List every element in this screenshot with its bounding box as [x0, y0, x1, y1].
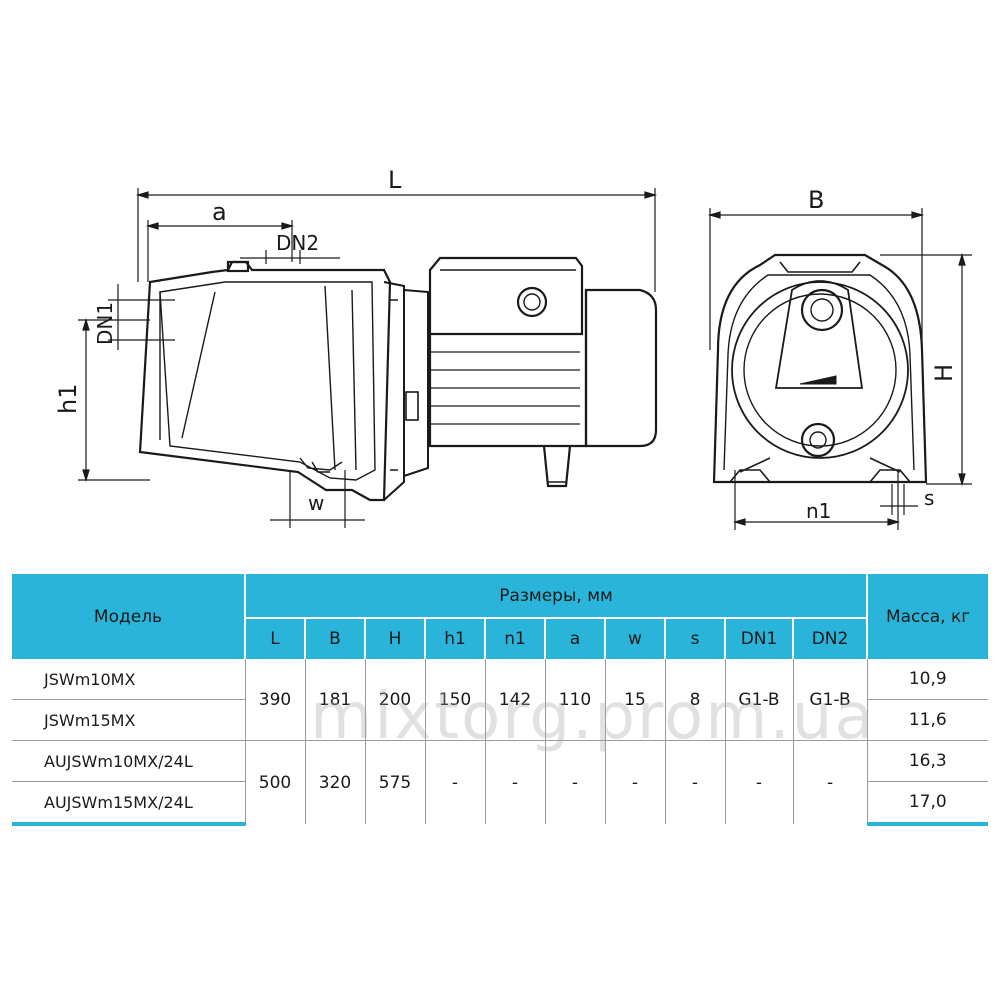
- front-housing-outline: [712, 253, 928, 484]
- front-nozzle: [779, 261, 861, 273]
- col-header: h1: [424, 617, 485, 659]
- col-header: B: [304, 617, 365, 659]
- value-cell: 150: [424, 659, 485, 741]
- pump-side-view: [138, 256, 658, 502]
- value-cell: 390: [244, 659, 305, 741]
- value-cell: 200: [364, 659, 425, 741]
- pump-flange: [383, 281, 405, 501]
- dim-w-label: w: [308, 491, 324, 515]
- mass-header: Масса, кг: [866, 574, 989, 659]
- value-cell: -: [544, 740, 605, 824]
- model-name: JSWm15MX: [12, 699, 245, 741]
- value-cell: -: [484, 740, 545, 824]
- value-cell: 500: [244, 740, 305, 824]
- dim-L-label: L: [388, 166, 402, 194]
- value-cell: 181: [304, 659, 365, 741]
- dim-a-label: a: [212, 198, 227, 226]
- col-header: DN2: [791, 617, 868, 659]
- value-cell: G1-B: [724, 659, 793, 741]
- dim-H-label: H: [930, 364, 958, 382]
- impeller-cover: [731, 281, 909, 459]
- pump-dimension-drawing: L a DN2 DN1 h1 w: [54, 166, 972, 530]
- motor-body: [428, 290, 588, 448]
- value-cell: -: [724, 740, 793, 824]
- dim-h1-label: h1: [54, 384, 82, 414]
- sizes-header: Размеры, мм: [243, 574, 868, 618]
- value-cell: 142: [484, 659, 545, 741]
- value-cell: 110: [544, 659, 605, 741]
- dim-B-label: B: [808, 186, 824, 214]
- value-cell: G1-B: [792, 659, 868, 741]
- mass-cell: 10,9: [866, 659, 989, 700]
- value-cell: -: [604, 740, 665, 824]
- col-header: s: [664, 617, 725, 659]
- model-name: AUJSWm15MX/24L: [12, 781, 245, 826]
- col-header: DN1: [724, 617, 793, 659]
- pump-housing: [138, 260, 392, 502]
- value-cell: -: [792, 740, 868, 824]
- outlet-nozzle: [226, 260, 250, 273]
- col-header: n1: [484, 617, 545, 659]
- motor-foot: [542, 445, 572, 488]
- col-header: H: [364, 617, 425, 659]
- dim-n1-label: n1: [806, 499, 831, 523]
- dim-DN2-label: DN2: [276, 231, 319, 255]
- front-view-dimensions: [707, 208, 972, 530]
- col-header: w: [604, 617, 665, 659]
- cable-gland-icon: [516, 286, 548, 318]
- value-cell: 320: [304, 740, 365, 824]
- model-header: Модель: [12, 574, 245, 659]
- specifications-table: Модель Размеры, мм Масса, кг L B H h1 n1…: [12, 574, 989, 826]
- pump-housing-inner: [159, 281, 376, 481]
- dim-DN1-label: DN1: [93, 302, 117, 345]
- col-header: a: [544, 617, 605, 659]
- model-name: JSWm10MX: [44, 669, 136, 689]
- side-view-dimensions: [78, 188, 658, 528]
- value-cell: -: [664, 740, 725, 824]
- mass-cell: 16,3: [866, 740, 989, 782]
- value-cell: 575: [364, 740, 425, 824]
- front-port-icon: [800, 288, 844, 332]
- col-header: L: [244, 617, 305, 659]
- motor-fan-cover: [584, 288, 658, 448]
- value-cell: 15: [604, 659, 665, 741]
- pump-front-view: [712, 253, 928, 484]
- dim-s-label: s: [924, 486, 934, 510]
- mass-cell: 11,6: [866, 699, 989, 741]
- value-cell: -: [424, 740, 485, 824]
- drain-plug-icon: [800, 422, 836, 458]
- value-cell: 8: [664, 659, 725, 741]
- model-name: AUJSWm10MX/24L: [12, 740, 245, 782]
- mass-cell: 17,0: [866, 781, 989, 826]
